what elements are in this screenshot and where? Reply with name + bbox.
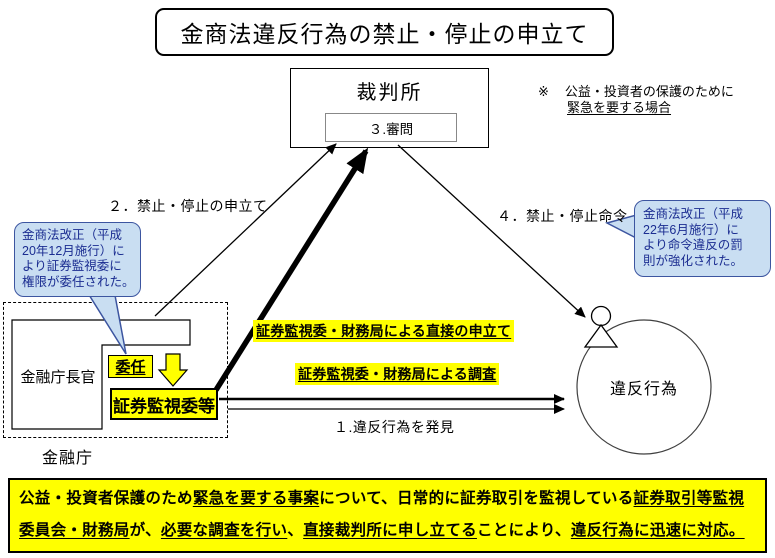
sesc-label: 証券監視委等: [113, 396, 215, 416]
title-box: 金商法違反行為の禁止・停止の申立て: [155, 8, 614, 56]
fsa-agency-label: 金融庁: [42, 450, 94, 467]
sesc-box: 証券監視委等: [110, 388, 218, 420]
violation-circle: [576, 319, 712, 455]
investigation-highlight: 証券監視委・財務局による調査: [295, 363, 500, 385]
note-text-line2: 緊急を要する場合: [567, 100, 672, 115]
order-arrow-step4: [397, 144, 586, 318]
commissioner-shape: [11, 319, 191, 430]
hearing-box: ３.審問: [325, 113, 457, 142]
note-marker: ※: [538, 84, 549, 99]
note-text-line1: 公益・投資者の保護のために: [564, 84, 734, 99]
direct-petition-highlight: 証券監視委・財務局による直接の申立て: [253, 320, 515, 342]
direct-petition-thick-arrow: [213, 147, 369, 392]
violation-label: 違反行為: [609, 381, 678, 398]
step2-label: ２．禁止・停止の申立て: [108, 198, 268, 214]
hearing-label: ３.審問: [368, 121, 414, 137]
delegation-box: 委任: [108, 355, 153, 378]
page-title: 金商法違反行為の禁止・停止の申立て: [180, 21, 589, 47]
petition-arrow-step2: [154, 143, 337, 317]
summary-box: 公益・投資者保護のため緊急を要する事案について、日常的に証券取引を監視している証…: [8, 478, 767, 553]
step1-label: １.違反行為を発見: [334, 419, 455, 435]
emergency-note: ※ 公益・投資者の保護のために 緊急を要する場合: [538, 84, 734, 116]
court-label: 裁判所: [356, 82, 423, 104]
delegation-label: 委任: [115, 359, 146, 376]
person-icon: [583, 305, 619, 348]
court-box: 裁判所 ３.審問: [290, 68, 489, 148]
delegation-down-arrow-icon: [157, 353, 189, 387]
step4-label: ４．禁止・停止命令: [497, 208, 628, 224]
commissioner-label: 金融庁長官: [20, 369, 96, 386]
